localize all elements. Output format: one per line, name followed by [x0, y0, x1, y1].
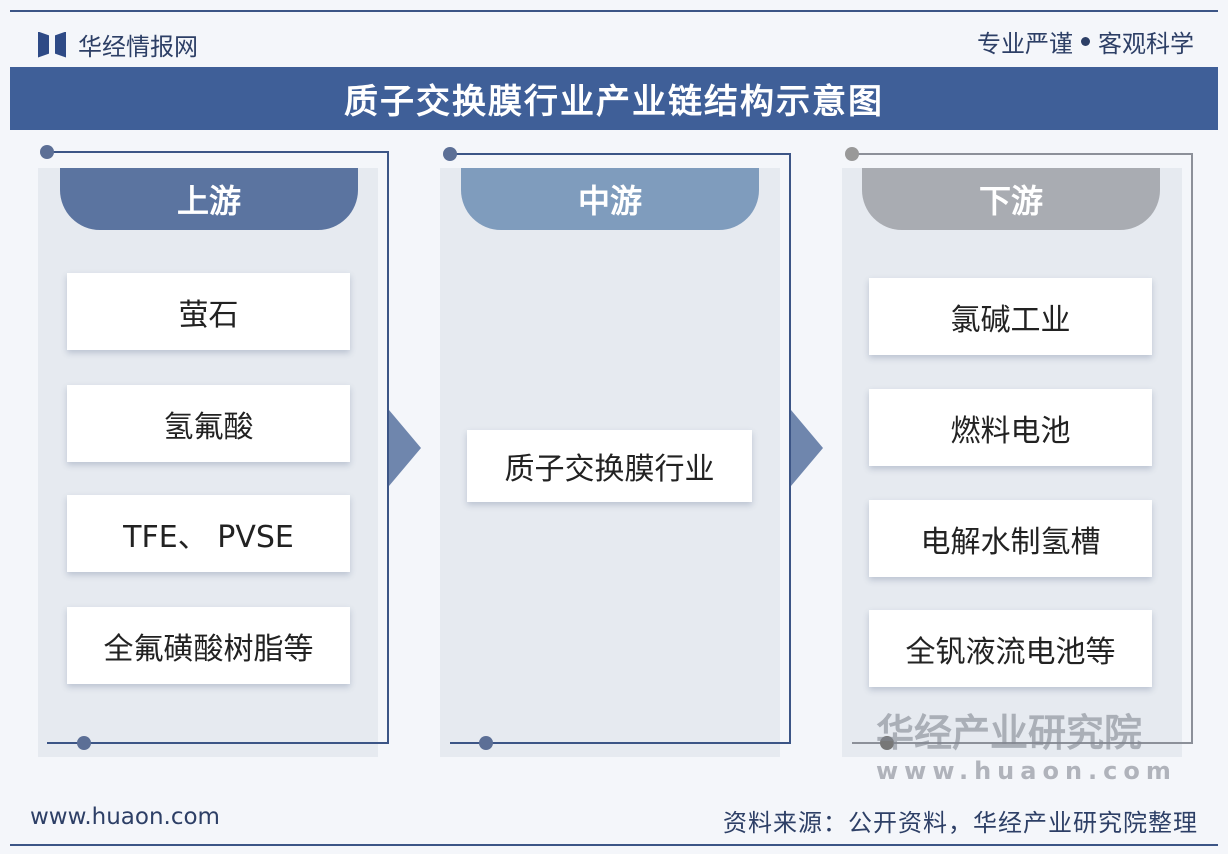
upstream-item: 萤石 [67, 273, 350, 350]
arrow-right-icon [389, 410, 421, 486]
downstream-item: 全钒液流电池等 [869, 610, 1152, 687]
upstream-heading: 上游 [60, 168, 358, 230]
slogan-left: 专业严谨 [977, 30, 1073, 58]
page-title: 质子交换膜行业产业链结构示意图 [10, 67, 1218, 130]
downstream-item: 电解水制氢槽 [869, 500, 1152, 577]
upstream-frame [47, 151, 389, 744]
logo-text: 华经情报网 [78, 33, 198, 61]
frame-dot [77, 736, 91, 750]
frame-dot [479, 736, 493, 750]
frame-dot [880, 736, 894, 750]
watermark-name: 华经产业研究院 [876, 711, 1143, 755]
slogan: 专业严谨 客观科学 [977, 24, 1194, 59]
top-divider [10, 10, 1218, 12]
slogan-right: 客观科学 [1098, 30, 1194, 58]
downstream-item: 氯碱工业 [869, 278, 1152, 355]
midstream-heading: 中游 [461, 168, 759, 230]
downstream-item: 燃料电池 [869, 389, 1152, 466]
bottom-divider [10, 844, 1218, 846]
frame-dot [845, 147, 859, 161]
frame-dot [40, 145, 54, 159]
logo-icon [38, 32, 66, 58]
bullet-icon [1081, 37, 1090, 46]
upstream-item: TFE、 PVSE [67, 495, 350, 572]
upstream-item: 全氟磺酸树脂等 [67, 607, 350, 684]
downstream-heading: 下游 [862, 168, 1160, 230]
upstream-item: 氢氟酸 [67, 385, 350, 462]
watermark-url: www.huaon.com [876, 757, 1177, 785]
footer-website: www.huaon.com [30, 804, 220, 830]
arrow-right-icon [791, 410, 823, 486]
footer-source: 资料来源：公开资料，华经产业研究院整理 [723, 809, 1198, 837]
logo: 华经情报网 [38, 27, 198, 62]
frame-dot [443, 147, 457, 161]
downstream-frame [852, 153, 1193, 744]
midstream-frame [450, 153, 791, 744]
midstream-item: 质子交换膜行业 [467, 430, 752, 502]
